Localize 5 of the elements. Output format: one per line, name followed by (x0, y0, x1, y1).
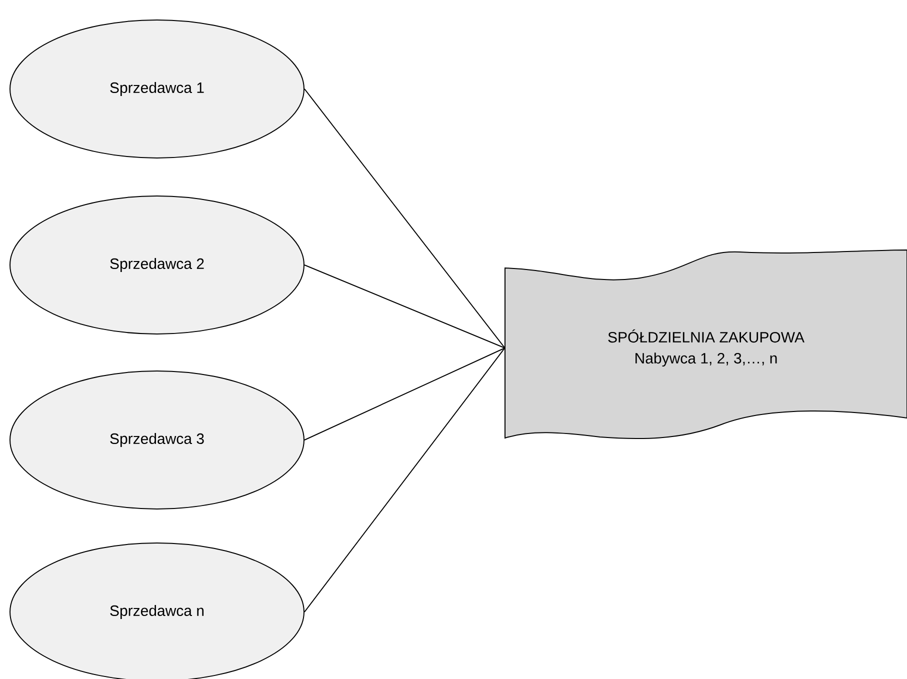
connector-line (304, 347, 506, 612)
connector-line (304, 264, 506, 348)
connector-line (304, 88, 506, 348)
wave-banner: SPÓŁDZIELNIA ZAKUPOWA Nabywca 1, 2, 3,…, n (504, 250, 907, 440)
connector-line (304, 347, 506, 440)
